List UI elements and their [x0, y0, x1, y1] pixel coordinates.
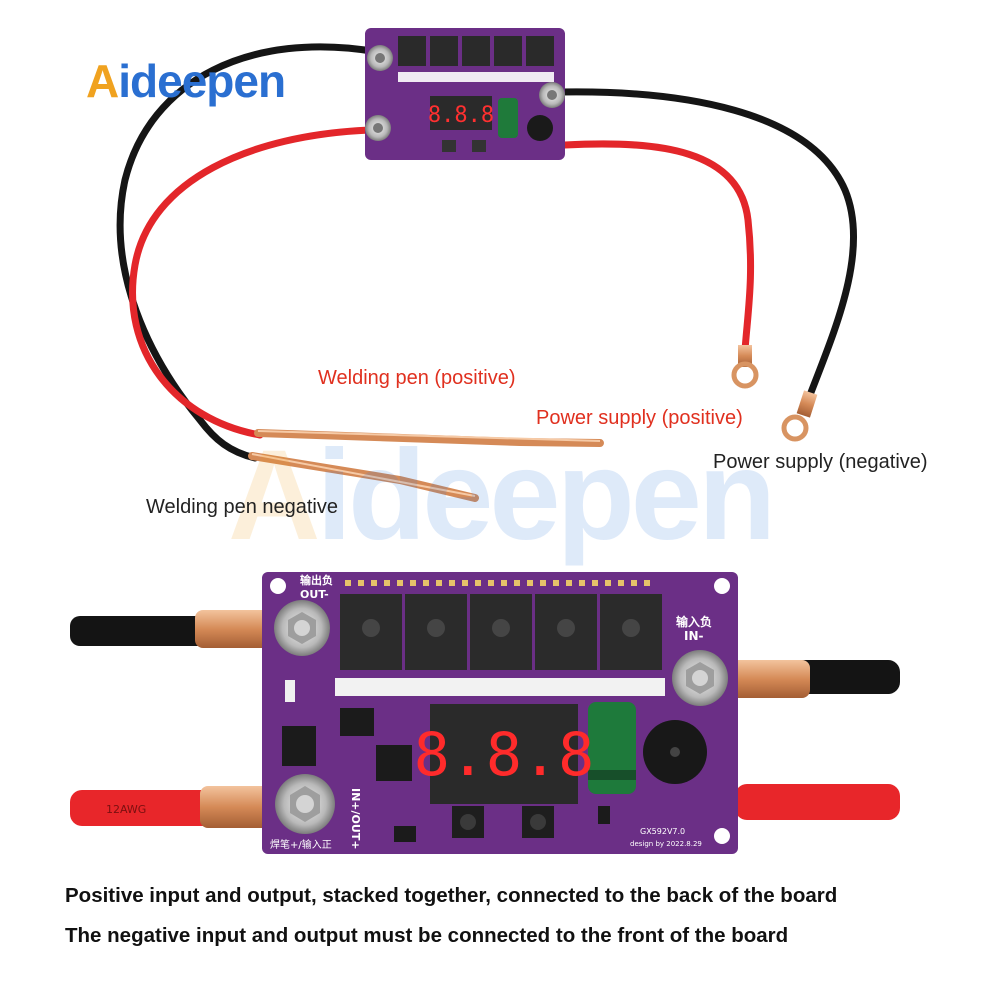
ring-terminal-negative [781, 390, 818, 442]
logo-first-letter: A [86, 55, 119, 107]
label-out-neg: OUT- [300, 588, 329, 601]
mosfet-row [340, 594, 662, 670]
label-supply-negative: Power supply (negative) [713, 451, 928, 473]
watermark-rest: ideepen [316, 424, 776, 567]
red-cable-right [735, 784, 900, 820]
label-in-neg: IN- [684, 629, 704, 643]
welding-pen-positive [254, 429, 604, 447]
ring-terminal-positive [731, 345, 759, 389]
stud-out-neg [274, 600, 330, 656]
stud-positive [275, 774, 335, 834]
label-in-neg-cn: 输入负 [676, 614, 712, 629]
small-board: 8.8.8 [365, 28, 565, 160]
label-out-neg-cn: 输出负 [300, 573, 333, 587]
led-digits: 8.8.8 [414, 720, 595, 790]
logo-rest: ideepen [118, 55, 286, 107]
black-cable-left [70, 616, 220, 646]
caption-line-2: The negative input and output must be co… [65, 924, 789, 947]
led-display-housing [430, 704, 578, 804]
black-wire-supply [556, 88, 858, 399]
welding-pen-negative [248, 452, 479, 502]
label-pen-negative: Welding pen negative [146, 496, 338, 518]
red-wire-supply [561, 140, 755, 354]
label-pen-positive: Welding pen (positive) [318, 367, 516, 389]
large-board [262, 572, 738, 854]
brand-logo: Aideepen [86, 55, 286, 107]
caption-line-1: Positive input and output, stacked toget… [65, 884, 838, 907]
cable-awg-label: 12AWG [106, 803, 146, 816]
capacitor [588, 702, 636, 794]
svg-text:8.8.8: 8.8.8 [428, 103, 494, 128]
label-side: IN+/OUT+ [349, 788, 362, 850]
stud-in-neg [672, 650, 728, 706]
label-bottom: 焊笔+/输入正 [270, 838, 332, 851]
label-design: design by 2022.8.29 [630, 840, 702, 848]
black-wire-pen [116, 43, 382, 462]
watermark-first-letter: A [228, 424, 320, 567]
watermark: Aideepen [228, 432, 776, 560]
label-model: GX592V7.0 [640, 827, 685, 836]
black-cable-right [790, 660, 900, 694]
label-supply-positive: Power supply (positive) [536, 407, 743, 429]
red-wire-pen [129, 126, 374, 439]
